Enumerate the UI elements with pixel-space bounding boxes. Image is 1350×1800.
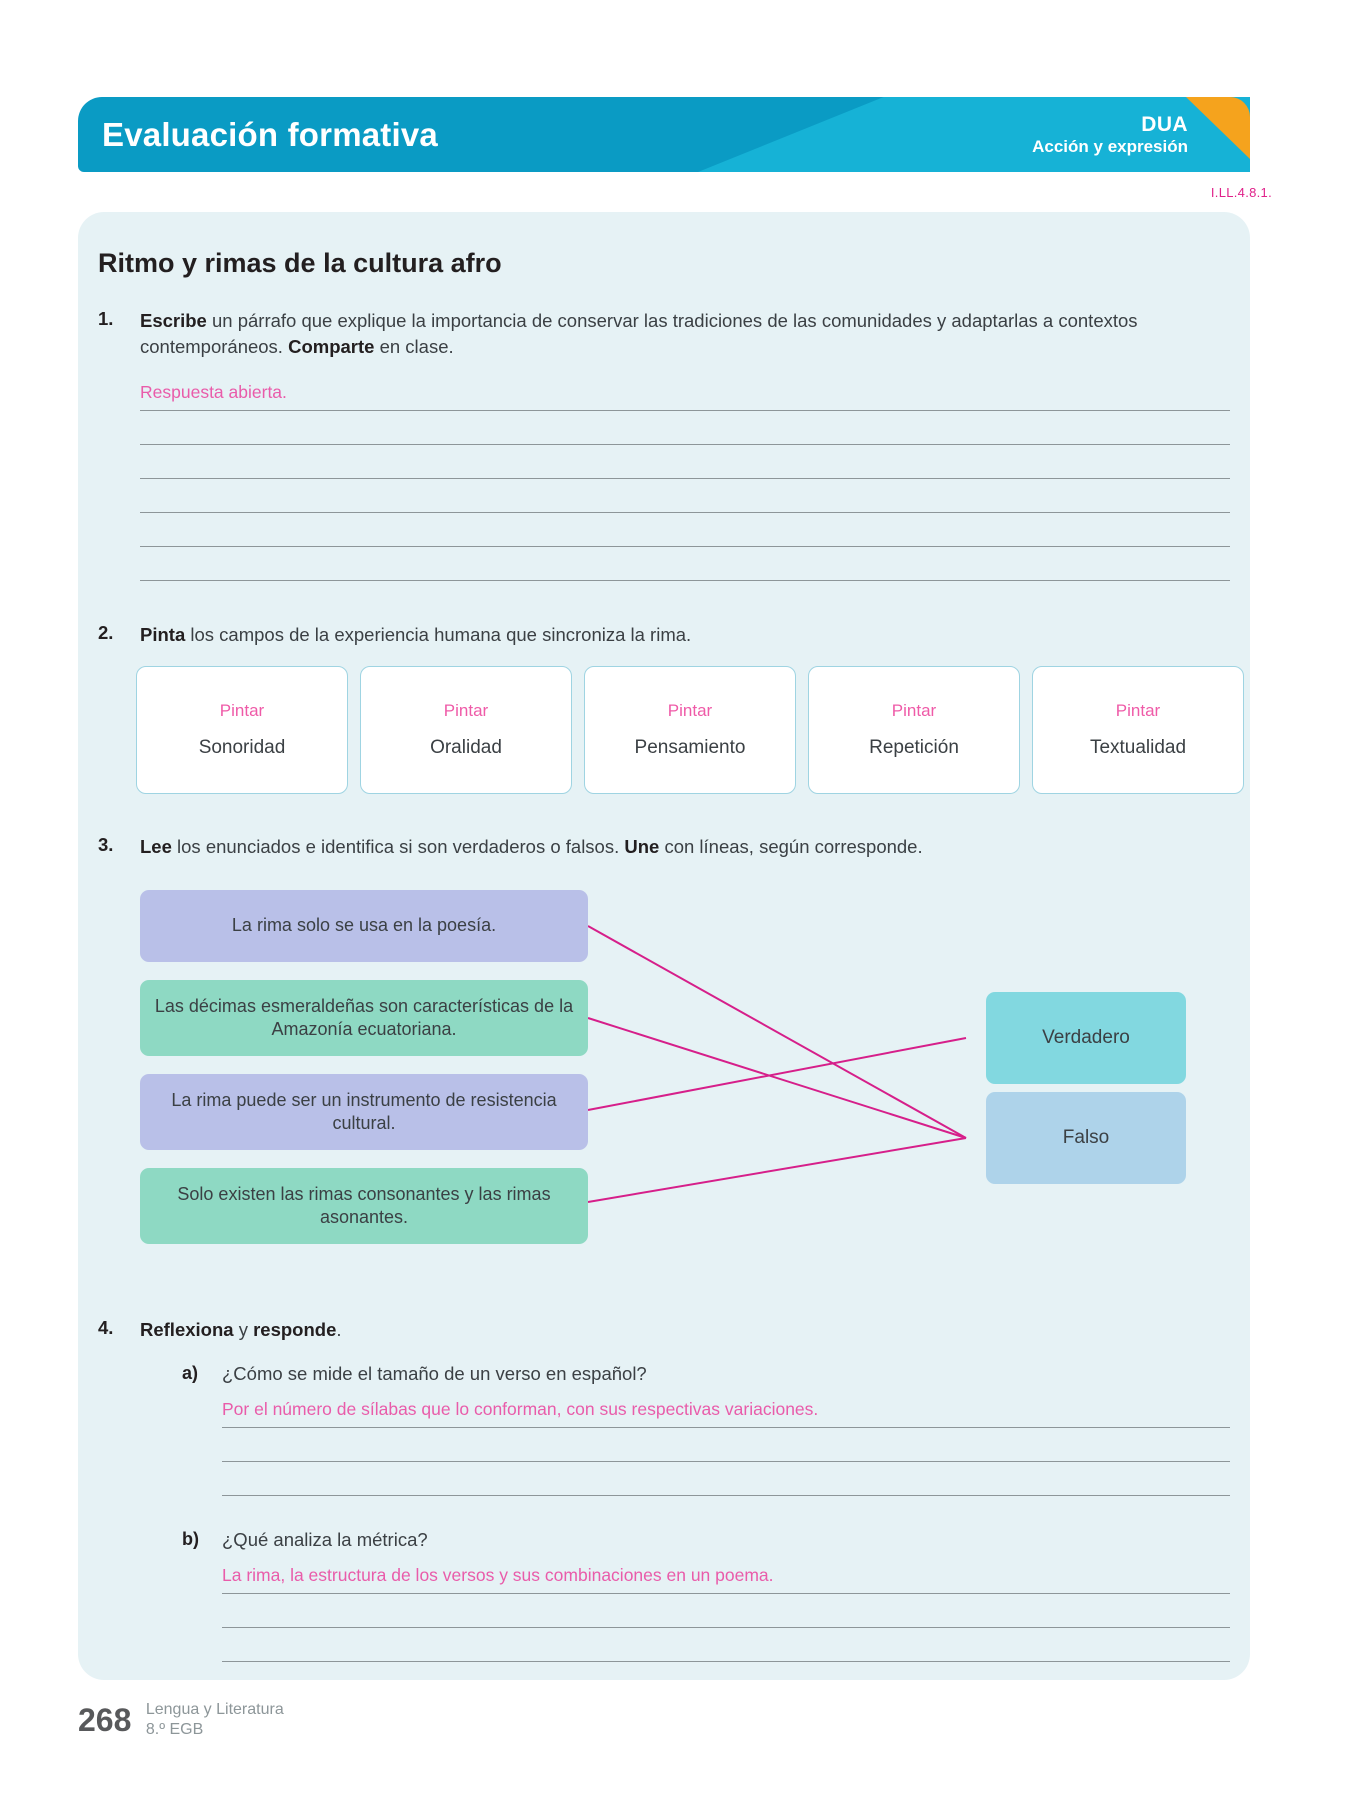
paint-label: Textualidad [1089, 737, 1187, 758]
statement-box-3[interactable]: La rima puede ser un instrumento de resi… [140, 1074, 588, 1150]
question-1-text: Escribe un párrafo que explique la impor… [140, 308, 1230, 361]
paint-label: Oralidad [430, 737, 502, 758]
question-2-body: los campos de la experiencia humana que … [185, 624, 692, 645]
question-1-number: 1. [98, 308, 114, 329]
paint-option-sonoridad[interactable]: Pintar Sonoridad [136, 666, 348, 794]
page-header-banner: Evaluación formativa DUA Acción y expres… [78, 97, 1250, 172]
statement-box-4[interactable]: Solo existen las rimas consonantes y las… [140, 1168, 588, 1244]
option-box-falso[interactable]: Falso [986, 1092, 1186, 1184]
question-1-lead-2: Comparte [288, 336, 375, 358]
question-1-answer: Respuesta abierta. [140, 382, 287, 402]
writing-line[interactable] [222, 1661, 1230, 1662]
question-4-body-2: . [336, 1319, 342, 1340]
question-3-body-1: los enunciados e identifica si son verda… [171, 836, 625, 857]
paint-label: Sonoridad [198, 737, 286, 758]
writing-line[interactable] [140, 512, 1230, 513]
question-3-lead: Lee [140, 836, 172, 857]
footer-subject: Lengua y Literatura [145, 1701, 284, 1718]
statement-text: Las décimas esmeraldeñas son característ… [154, 995, 574, 1039]
writing-line[interactable] [140, 444, 1230, 445]
question-4-number: 4. [98, 1317, 114, 1338]
question-1-body-1: un párrafo que explique la importancia d… [140, 310, 1138, 358]
section-title: Ritmo y rimas de la cultura afro [98, 248, 502, 278]
subquestion-b-letter: b) [182, 1529, 199, 1549]
content-card: Ritmo y rimas de la cultura afro 1. Escr… [78, 212, 1250, 1680]
paint-label: Repetición [869, 737, 959, 758]
standard-code: I.LL.4.8.1. [1210, 185, 1272, 200]
subquestion-b-answer: La rima, la estructura de los versos y s… [222, 1565, 774, 1585]
subquestion-b-prompt: ¿Qué analiza la métrica? [222, 1529, 428, 1550]
writing-line[interactable] [222, 1627, 1230, 1628]
question-2-text: Pinta los campos de la experiencia human… [140, 622, 1230, 648]
writing-line[interactable] [140, 478, 1230, 479]
question-4-text: Reflexiona y responde. [140, 1317, 1230, 1343]
paint-tag: Pintar [667, 701, 713, 720]
writing-line[interactable] [140, 580, 1230, 581]
question-1-lead: Escribe [140, 310, 207, 331]
writing-line[interactable] [140, 546, 1230, 547]
statement-text: La rima solo se usa en la poesía. [231, 915, 497, 936]
question-3-number: 3. [98, 834, 114, 855]
subquestion-a-answer: Por el número de sílabas que lo conforma… [222, 1399, 819, 1419]
page-footer: 268 Lengua y Literatura 8.º EGB [78, 1700, 284, 1740]
paint-options-row: Pintar Sonoridad Pintar Oralidad Pintar … [136, 666, 1244, 794]
writing-line[interactable] [222, 1427, 1230, 1428]
writing-line[interactable] [222, 1593, 1230, 1594]
paint-label: Pensamiento [634, 737, 746, 758]
question-3-lead-2: Une [624, 836, 660, 857]
option-label: Verdadero [1042, 1027, 1130, 1048]
dua-subtitle: Acción y expresión [1032, 136, 1188, 156]
paint-option-pensamiento[interactable]: Pintar Pensamiento [584, 666, 796, 794]
paint-option-oralidad[interactable]: Pintar Oralidad [360, 666, 572, 794]
statement-box-2[interactable]: Las décimas esmeraldeñas son característ… [140, 980, 588, 1056]
question-1-body-2: en clase. [374, 336, 454, 358]
question-3-body-2: con líneas, según corresponde. [659, 836, 923, 857]
dua-title: DUA [1141, 112, 1188, 136]
page-title: Evaluación formativa [102, 115, 438, 153]
statement-text: La rima puede ser un instrumento de resi… [171, 1089, 557, 1133]
paint-tag: Pintar [891, 701, 937, 720]
question-3-text: Lee los enunciados e identifica si son v… [140, 834, 1230, 860]
subquestion-a-letter: a) [182, 1363, 199, 1383]
matching-exercise: La rima solo se usa en la poesía. Las dé… [98, 880, 1188, 1280]
writing-line[interactable] [140, 410, 1230, 411]
subquestion-a-prompt: ¿Cómo se mide el tamaño de un verso en e… [222, 1363, 647, 1384]
question-2-lead: Pinta [140, 624, 186, 645]
question-4-lead-2: responde [253, 1319, 337, 1340]
matching-lines [587, 925, 967, 1203]
dua-badge: DUA Acción y expresión [1032, 111, 1188, 157]
question-2-number: 2. [98, 622, 114, 643]
paint-tag: Pintar [219, 701, 265, 720]
footer-grade: 8.º EGB [145, 1721, 204, 1739]
footer-meta: Lengua y Literatura 8.º EGB [146, 1700, 284, 1740]
writing-line[interactable] [222, 1461, 1230, 1462]
paint-tag: Pintar [443, 701, 489, 720]
question-4-body-1: y [233, 1319, 254, 1340]
paint-option-textualidad[interactable]: Pintar Textualidad [1032, 666, 1244, 794]
option-box-verdadero[interactable]: Verdadero [986, 992, 1186, 1084]
statement-box-1[interactable]: La rima solo se usa en la poesía. [140, 890, 588, 962]
option-label: Falso [1062, 1127, 1110, 1148]
page-number: 268 [78, 1701, 132, 1738]
paint-tag: Pintar [1115, 701, 1161, 720]
paint-option-repeticion[interactable]: Pintar Repetición [808, 666, 1020, 794]
question-4-lead: Reflexiona [140, 1319, 234, 1340]
writing-line[interactable] [222, 1495, 1230, 1496]
statement-text: Solo existen las rimas consonantes y las… [177, 1183, 551, 1227]
